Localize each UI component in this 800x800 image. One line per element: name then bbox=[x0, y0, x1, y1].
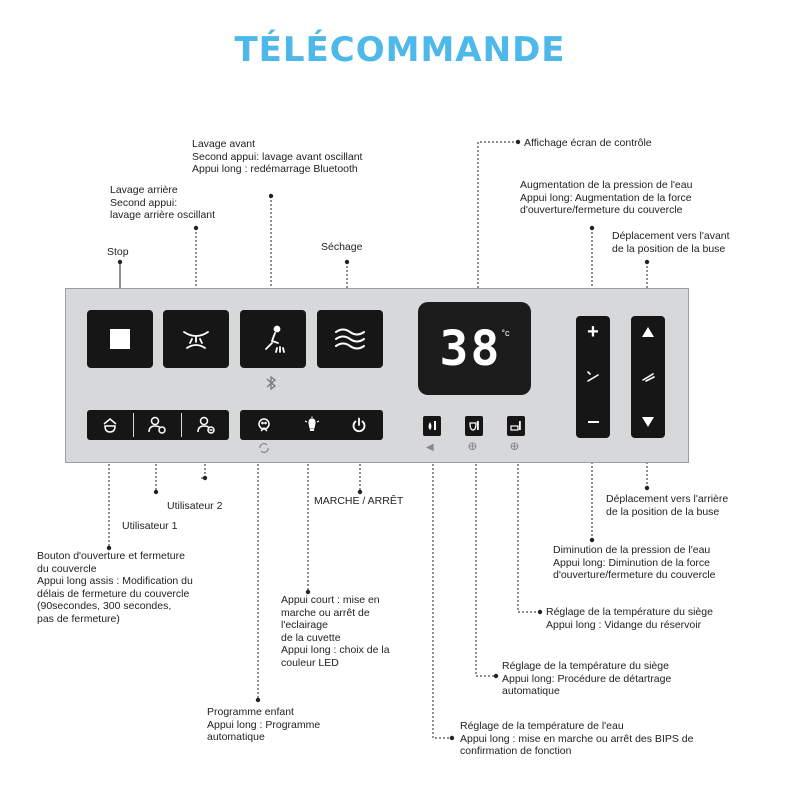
rear-wash-icon bbox=[183, 331, 209, 349]
child-program-icon bbox=[258, 418, 270, 432]
water-temperature-icon bbox=[428, 421, 436, 430]
drying-button[interactable] bbox=[317, 310, 383, 368]
tank-temperature-button[interactable] bbox=[507, 416, 525, 436]
temperature-readout: 38 bbox=[439, 320, 502, 377]
divider bbox=[181, 413, 182, 437]
nozzle-back-button[interactable] bbox=[631, 406, 665, 438]
label-on-off: MARCHE / ARRÊT bbox=[314, 495, 404, 507]
water-temperature-button[interactable] bbox=[423, 416, 441, 436]
pressure-down-button[interactable] bbox=[576, 406, 610, 438]
page-title: TÉLÉCOMMANDE bbox=[234, 30, 566, 70]
mute-icon: ◀︎ bbox=[426, 442, 434, 453]
pressure-up-button[interactable]: + bbox=[576, 316, 610, 348]
control-display-screen: 38 °c bbox=[418, 302, 531, 395]
label-user-1: Utilisateur 1 bbox=[122, 520, 178, 532]
nozzle-forward-button[interactable] bbox=[631, 316, 665, 348]
lid-button[interactable] bbox=[87, 410, 133, 440]
label-user-2: Utilisateur 2 bbox=[167, 500, 223, 512]
user-2-button[interactable] bbox=[182, 410, 229, 440]
seat-temperature-button[interactable] bbox=[465, 416, 483, 436]
divider bbox=[133, 413, 134, 437]
function-button-bar bbox=[240, 410, 383, 440]
user-button-bar bbox=[87, 410, 229, 440]
label-drying: Séchage bbox=[321, 241, 363, 253]
light-icon bbox=[304, 416, 319, 431]
front-wash-button[interactable] bbox=[240, 310, 306, 368]
user-1-icon bbox=[148, 416, 166, 434]
arrow-down-icon bbox=[642, 417, 654, 427]
user-2-icon bbox=[196, 416, 215, 434]
stop-button[interactable] bbox=[87, 310, 153, 368]
power-button[interactable] bbox=[335, 410, 383, 440]
nozzle-position-bar bbox=[631, 316, 665, 438]
label-stop: Stop bbox=[107, 246, 129, 258]
bluetooth-icon bbox=[266, 375, 277, 391]
nozzle-icon bbox=[642, 373, 655, 382]
descale-icon: ⴲ bbox=[468, 442, 477, 453]
pressure-control-bar: + bbox=[576, 316, 610, 438]
auto-program-icon bbox=[259, 443, 269, 453]
drain-icon: ⴲ bbox=[510, 442, 519, 453]
plus-icon: + bbox=[587, 320, 599, 343]
tank-temperature-icon bbox=[510, 421, 521, 431]
light-button[interactable] bbox=[288, 410, 335, 440]
seat-temperature-icon bbox=[469, 421, 479, 431]
arrow-up-icon bbox=[642, 327, 654, 337]
child-program-button[interactable] bbox=[240, 410, 288, 440]
power-icon bbox=[352, 417, 366, 433]
temperature-unit: °c bbox=[501, 328, 510, 338]
pressure-nozzle-icon bbox=[587, 371, 599, 382]
drying-waves-icon bbox=[335, 328, 365, 350]
rear-wash-button[interactable] bbox=[163, 310, 229, 368]
front-wash-icon bbox=[265, 325, 285, 353]
label-display-screen: Affichage écran de contrôle bbox=[524, 137, 652, 149]
lid-icon bbox=[103, 418, 117, 433]
stop-square-icon bbox=[110, 329, 130, 349]
minus-icon bbox=[587, 421, 599, 423]
user-1-button[interactable] bbox=[134, 410, 180, 440]
